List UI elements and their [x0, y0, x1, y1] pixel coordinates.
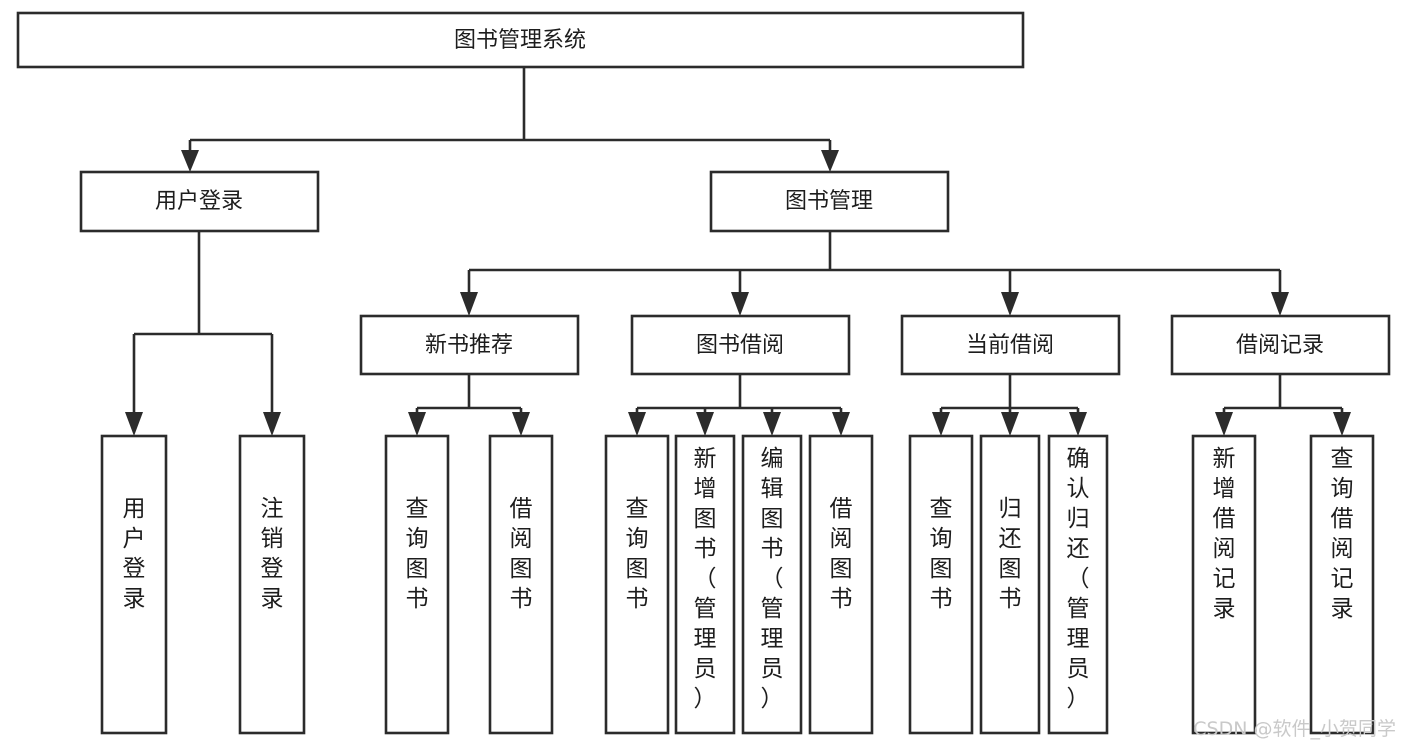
arrow-to-user-login [181, 150, 199, 172]
node-book-borrow-box[interactable] [630, 314, 851, 376]
arrow-leaf-query-record [1333, 412, 1351, 436]
node-leaf-borrow-book-1[interactable]: 借阅图书 [488, 434, 554, 735]
arrow-leaf-query-book-3 [932, 412, 950, 436]
node-leaf-query-book-1-box[interactable] [384, 434, 450, 735]
arrow-leaf-confirm-return [1069, 412, 1087, 436]
node-new-book-recommend-box[interactable] [359, 314, 580, 376]
node-borrow-record-box[interactable] [1170, 314, 1391, 376]
arrow-leaf-add-record [1215, 412, 1233, 436]
node-leaf-edit-book[interactable]: 编辑图书（管理员） [741, 434, 803, 735]
node-book-borrow[interactable]: 图书借阅 [630, 314, 851, 376]
node-leaf-user-logout-box[interactable] [238, 434, 306, 735]
node-leaf-query-book-1[interactable]: 查询图书 [384, 434, 450, 735]
node-leaf-add-record[interactable]: 新增借阅记录 [1191, 434, 1257, 735]
node-leaf-borrow-book-1-label: 借阅图书 [510, 496, 533, 612]
arrow-to-new-book-recommend [460, 292, 478, 316]
node-root-label: 图书管理系统 [454, 28, 586, 53]
arrow-leaf-user-login [125, 412, 143, 436]
node-leaf-user-login-label: 用户登录 [123, 496, 146, 612]
node-leaf-user-login[interactable]: 用户登录 [100, 434, 168, 735]
node-leaf-query-record-label: 查询借阅记录 [1331, 446, 1354, 622]
node-leaf-query-book-1-label: 查询图书 [406, 496, 429, 612]
node-leaf-query-book-3-box[interactable] [908, 434, 974, 735]
node-book-borrow-label: 图书借阅 [696, 333, 784, 358]
node-leaf-user-logout[interactable]: 注销登录 [238, 434, 306, 735]
node-leaf-query-book-3[interactable]: 查询图书 [908, 434, 974, 735]
connector-layer [125, 67, 1351, 436]
node-leaf-add-record-label: 新增借阅记录 [1213, 446, 1236, 622]
node-leaf-add-record-box[interactable] [1191, 434, 1257, 735]
node-leaf-query-record[interactable]: 查询借阅记录 [1309, 434, 1375, 735]
arrow-to-book-borrow [731, 292, 749, 316]
node-user-login-label: 用户登录 [155, 189, 243, 214]
node-leaf-confirm-return[interactable]: 确认归还（管理员） [1047, 434, 1109, 735]
watermark-label: CSDN @软件_小贺同学 [1193, 718, 1396, 740]
node-current-borrow-box[interactable] [900, 314, 1121, 376]
node-book-manage[interactable]: 图书管理 [709, 170, 950, 233]
node-leaf-query-book-2[interactable]: 查询图书 [604, 434, 670, 735]
arrow-leaf-edit-book [763, 412, 781, 436]
node-leaf-add-book-label: 新增图书（管理员） [694, 446, 717, 712]
node-book-manage-label: 图书管理 [785, 189, 873, 214]
node-user-login[interactable]: 用户登录 [79, 170, 320, 233]
node-leaf-borrow-book-1-box[interactable] [488, 434, 554, 735]
arrow-leaf-return-book [1001, 412, 1019, 436]
node-leaf-query-book-2-box[interactable] [604, 434, 670, 735]
node-root-box[interactable] [16, 11, 1025, 69]
node-new-book-recommend-label: 新书推荐 [425, 333, 513, 358]
node-new-book-recommend[interactable]: 新书推荐 [359, 314, 580, 376]
node-leaf-query-book-2-label: 查询图书 [626, 496, 649, 612]
node-leaf-query-record-box[interactable] [1309, 434, 1375, 735]
node-book-manage-box[interactable] [709, 170, 950, 233]
node-leaf-return-book[interactable]: 归还图书 [979, 434, 1041, 735]
node-leaf-borrow-book-2-box[interactable] [808, 434, 874, 735]
node-leaf-query-book-3-label: 查询图书 [930, 496, 953, 612]
arrow-leaf-query-book-1 [408, 412, 426, 436]
node-leaf-edit-book-label: 编辑图书（管理员） [761, 446, 784, 712]
node-borrow-record[interactable]: 借阅记录 [1170, 314, 1391, 376]
arrow-to-book-manage [821, 150, 839, 172]
arrow-leaf-add-book [696, 412, 714, 436]
node-leaf-add-book-box[interactable] [674, 434, 736, 735]
node-user-login-box[interactable] [79, 170, 320, 233]
node-root[interactable]: 图书管理系统 [16, 11, 1025, 69]
node-leaf-return-book-label: 归还图书 [999, 496, 1022, 612]
node-leaf-return-book-box[interactable] [979, 434, 1041, 735]
arrow-to-borrow-record [1271, 292, 1289, 316]
arrow-to-current-borrow [1001, 292, 1019, 316]
node-current-borrow-label: 当前借阅 [966, 333, 1054, 358]
node-leaf-user-login-box[interactable] [100, 434, 168, 735]
arrow-leaf-user-logout [263, 412, 281, 436]
node-leaf-borrow-book-2[interactable]: 借阅图书 [808, 434, 874, 735]
node-leaf-borrow-book-2-label: 借阅图书 [830, 496, 853, 612]
node-leaf-confirm-return-box[interactable] [1047, 434, 1109, 735]
arrow-leaf-borrow-book-2 [832, 412, 850, 436]
node-current-borrow[interactable]: 当前借阅 [900, 314, 1121, 376]
arrow-leaf-query-book-2 [628, 412, 646, 436]
node-leaf-confirm-return-label: 确认归还（管理员） [1067, 446, 1090, 712]
node-borrow-record-label: 借阅记录 [1236, 333, 1324, 358]
node-leaf-edit-book-box[interactable] [741, 434, 803, 735]
arrow-leaf-borrow-book-1 [512, 412, 530, 436]
node-leaf-user-logout-label: 注销登录 [261, 496, 284, 612]
node-leaf-add-book[interactable]: 新增图书（管理员） [674, 434, 736, 735]
